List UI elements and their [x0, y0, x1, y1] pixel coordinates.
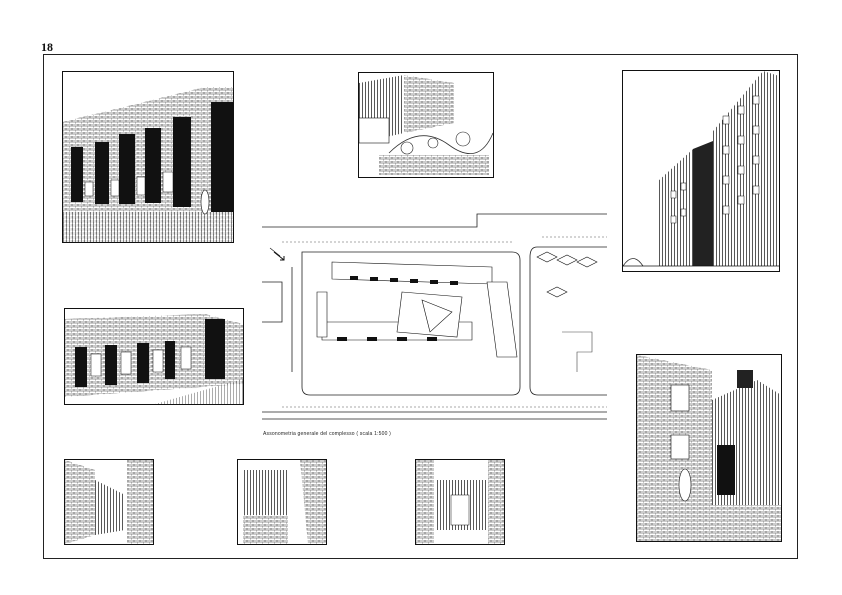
sheet-frame [43, 54, 798, 559]
illustration-apartment-block [622, 70, 780, 272]
illustration-courtyard [358, 72, 494, 178]
site-plan-axonometry [262, 212, 607, 427]
illustration-street-corner [636, 354, 782, 542]
illustration-lane-view-3 [415, 459, 505, 545]
illustration-lane-view-2 [237, 459, 327, 545]
plan-caption: Assonometria generale del complesso ( sc… [263, 431, 392, 437]
illustration-lane-view-1 [64, 459, 154, 545]
illustration-terrace-row [64, 308, 244, 405]
illustration-terraced-houses [62, 71, 234, 243]
page-number: 18 [41, 40, 53, 54]
